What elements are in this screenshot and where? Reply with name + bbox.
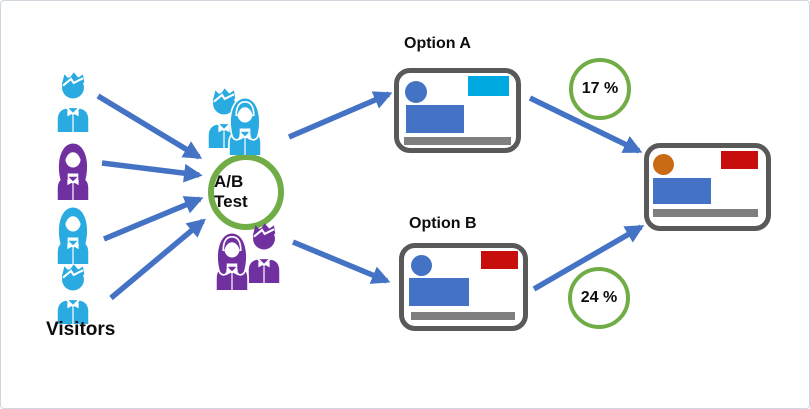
arrow-groupa-to-optiona [287,91,393,140]
arrow-visitor3-to-abtest [102,196,204,242]
visitor-female-icon [53,203,93,264]
content-rect-shape [406,105,464,133]
ab-test-label: A/B Test [214,172,248,211]
variant-a-audience [204,87,284,157]
banner-rect-shape [468,76,509,96]
arrow-visitor1-to-abtest [96,93,203,160]
footer-bar-shape [404,137,511,145]
person-female-icon [212,229,252,290]
visitor-female-icon [53,139,93,200]
result-card [644,143,771,231]
arrow-visitor4-to-abtest [109,218,206,301]
footer-bar-shape [653,209,758,217]
option-a-label: Option A [404,35,471,52]
content-rect-shape [653,178,711,204]
variant-b-audience [212,222,292,292]
footer-bar-shape [411,312,515,320]
content-rect-shape [409,278,469,306]
visitors-label: Visitors [46,319,116,340]
option-b-card [399,243,528,331]
conversion-badge-a: 17 % [569,58,631,120]
person-female-icon [225,94,265,155]
arrow-groupb-to-optionb [291,239,391,284]
conversion-b-label: 24 % [580,289,618,306]
visitor-male-icon [53,263,93,324]
option-b-label: Option B [409,215,477,232]
avatar-circle-shape [405,81,427,103]
conversion-a-label: 17 % [581,80,619,97]
banner-rect-shape [481,251,518,269]
avatar-circle-shape [411,255,432,276]
banner-rect-shape [721,151,758,169]
ab-test-node: A/B Test [208,154,284,230]
visitor-male-icon [53,71,93,132]
conversion-badge-b: 24 % [568,267,630,329]
arrow-visitor2-to-abtest [101,160,203,183]
option-a-card [394,68,521,153]
avatar-circle-shape [653,154,674,175]
